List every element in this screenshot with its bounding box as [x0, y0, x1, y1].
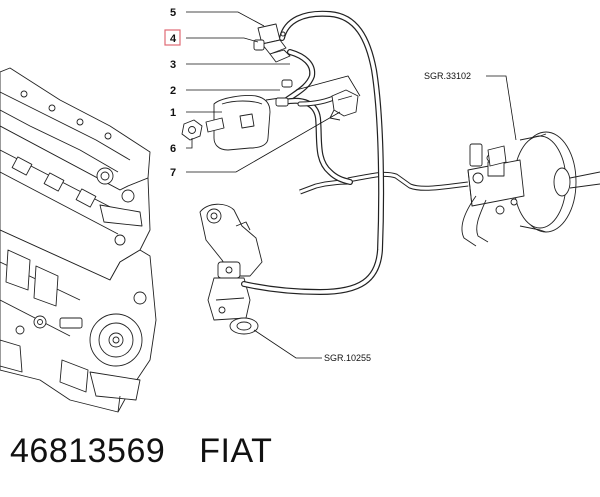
part-number: 46813569 [10, 432, 166, 470]
brake-booster [299, 131, 600, 247]
leader-lines [186, 11, 517, 359]
callout-5: 5 [170, 7, 176, 19]
callout-2: 2 [170, 85, 176, 97]
part-caption: 46813569 FIAT [10, 432, 272, 480]
hose-connector [275, 79, 293, 107]
nut [181, 119, 203, 141]
callout-4-highlight-box [164, 29, 181, 46]
brand-name: FIAT [199, 432, 273, 470]
vacuum-filter [205, 95, 281, 151]
callout-3: 3 [170, 59, 176, 71]
egr-valve [199, 203, 263, 335]
callout-6: 6 [170, 143, 176, 155]
reference-label-egr-valve: SGR.10255 [324, 353, 371, 363]
callout-4: 4 [170, 33, 177, 45]
callout-7: 7 [170, 167, 176, 179]
engine-block [0, 67, 157, 413]
solenoid-valve [253, 23, 291, 63]
vacuum-hoses [241, 10, 385, 295]
reference-label-brake-booster: SGR.33102 [424, 71, 471, 81]
callout-1: 1 [170, 107, 176, 119]
